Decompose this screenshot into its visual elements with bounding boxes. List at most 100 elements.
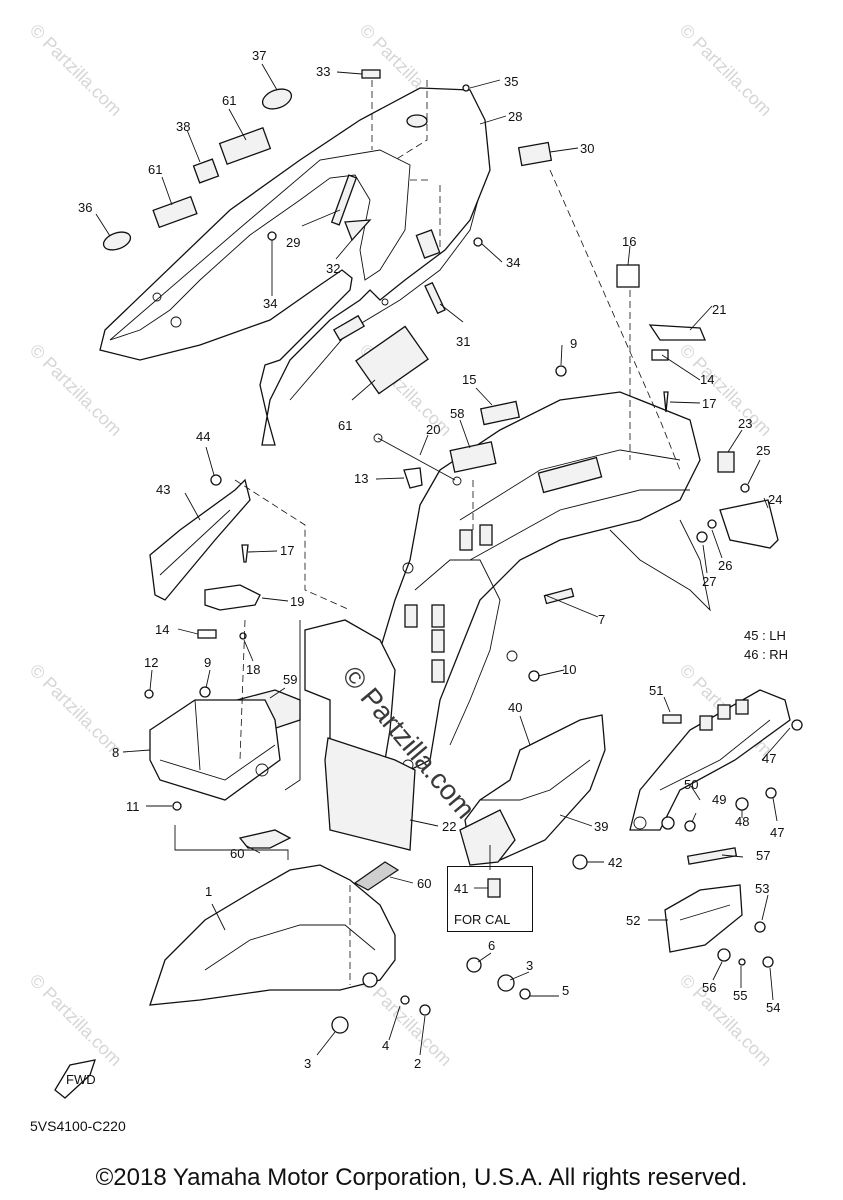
part-29 [330,174,358,226]
callout-61: 61 [148,162,162,177]
bolt-47-bottom [765,787,777,799]
callout-34: 34 [263,296,277,311]
part-15 [479,400,521,426]
callout-10: 10 [562,662,576,677]
washer-55 [738,958,746,966]
side-cover-39-40 [459,714,606,870]
callout-33: 33 [316,64,330,79]
callout-57: 57 [756,848,770,863]
collar-50 [661,816,675,830]
callout-5: 5 [562,983,569,998]
bolt-9-right [555,365,567,377]
bolt-25 [740,483,750,493]
leader-lines [95,63,791,1056]
bracket-24 [719,499,779,549]
callout-51: 51 [649,683,663,698]
part-37 [261,88,293,110]
part-31 [424,281,446,315]
callout-41: 41 [454,881,468,896]
part-57 [686,847,738,865]
emblem-61-bottom [355,325,429,395]
flap-22 [324,737,416,851]
emblem-60-left [238,829,292,849]
callout-36: 36 [78,200,92,215]
callout-3: 3 [304,1056,311,1071]
callout-numbers: 37 61 38 61 36 33 35 28 30 29 32 34 34 3… [78,48,788,1071]
callout-54: 54 [766,1000,780,1015]
callout-48: 48 [735,814,749,829]
bolt-2 [419,1004,431,1016]
callout-30: 30 [580,141,594,156]
screw-35 [462,84,470,92]
rivet-17-left [241,544,249,563]
callout-56: 56 [702,980,716,995]
part-14-left [197,629,217,639]
part-32 [344,219,372,242]
callout-18: 18 [246,662,260,677]
assembly-lines [174,80,681,985]
part-38 [192,158,220,184]
rod-20 [377,437,456,481]
callout-35: 35 [504,74,518,89]
part-41: 41 [454,878,501,898]
callout-37: 37 [252,48,266,63]
diagram-code: 5VS4100-C220 [30,1118,126,1134]
callout-45-lh: 45 : LH [744,628,786,643]
front-fender-1 [149,829,531,1034]
fender-mount [362,972,378,988]
callout-11: 11 [126,799,140,814]
callout-17: 17 [280,543,294,558]
rivet-17-right [663,391,669,413]
part-41-shape [487,878,501,898]
emblem-60-right [353,861,400,891]
for-cal-label: FOR CAL [454,912,511,927]
callout-26: 26 [718,558,732,573]
callout-53: 53 [755,881,769,896]
callout-20: 20 [426,422,440,437]
fwd-label: FWD [66,1072,96,1087]
seat-cowl-28 [99,87,491,446]
part-33 [361,69,381,79]
callout-60: 60 [230,846,244,861]
callout-13: 13 [354,471,368,486]
screw-12 [144,689,154,699]
callout-2: 2 [414,1056,421,1071]
nut-27 [696,531,708,543]
nut-6 [466,957,482,973]
screw-11 [172,801,182,811]
callout-40: 40 [508,700,522,715]
fwd-arrow: FWD [54,1059,96,1099]
battery-box-8 [149,699,281,801]
bolt-9-left [199,686,211,698]
rear-fender-7 [374,391,711,771]
bracket-21 [648,324,706,341]
callout-1: 1 [205,884,212,899]
bolt-3-right [497,974,515,992]
for-cal-box: 41 FOR CAL [447,866,533,932]
callout-28: 28 [508,109,522,124]
bracket-19 [197,544,261,640]
callout-7: 7 [598,612,605,627]
washer-4 [400,995,410,1005]
bolt-54 [762,956,774,968]
grab-bracket-45-46 [629,689,803,832]
callout-42: 42 [608,855,622,870]
callout-44: 44 [196,429,210,444]
callout-12: 12 [144,655,158,670]
callout-52: 52 [626,913,640,928]
callout-22: 22 [442,819,456,834]
collar-56 [717,948,731,962]
callout-49: 49 [712,792,726,807]
bolt-5 [519,988,531,1000]
callout-9: 9 [570,336,577,351]
callout-61: 61 [222,93,236,108]
part-51 [662,714,682,724]
callout-27: 27 [702,574,716,589]
callout-25: 25 [756,443,770,458]
callout-29: 29 [286,235,300,250]
collar-48 [735,797,749,811]
callout-50: 50 [684,777,698,792]
part-58 [449,441,497,473]
